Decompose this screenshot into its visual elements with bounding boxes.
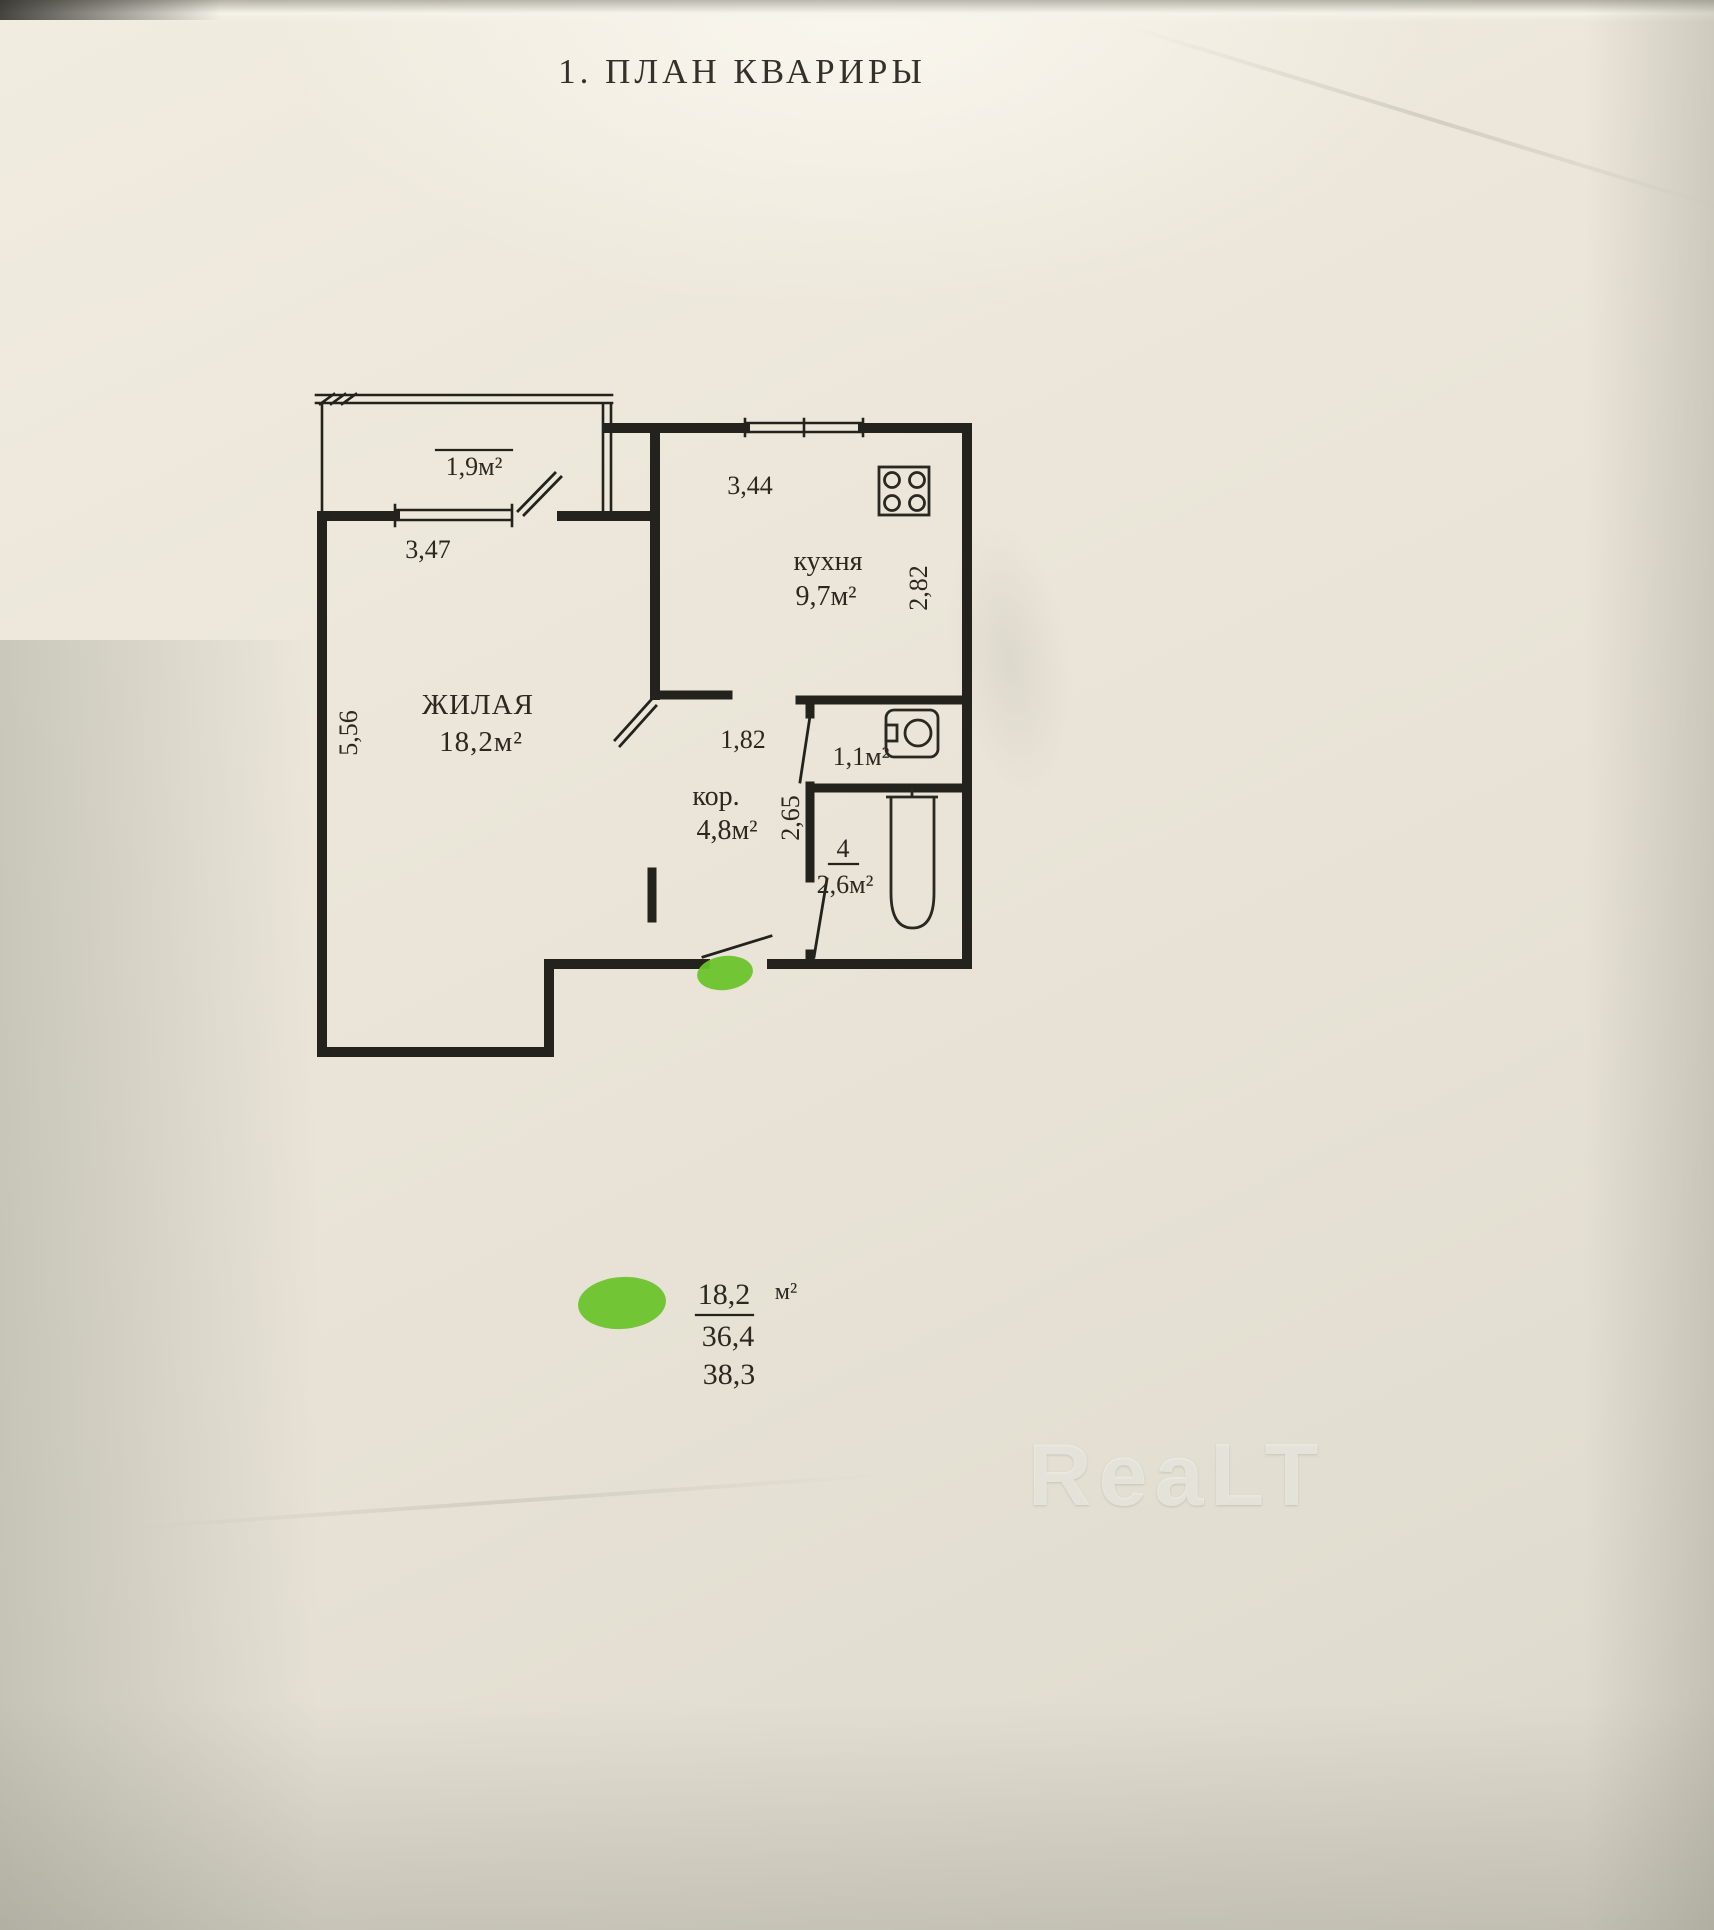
green-highlighter-mark-large bbox=[578, 1276, 666, 1330]
living-name-label: ЖИЛАЯ bbox=[422, 689, 534, 721]
kitchen-height-dimension: 2,82 bbox=[904, 565, 933, 611]
summary-unit: м² bbox=[775, 1279, 797, 1305]
kitchen-width-dimension: 3,44 bbox=[727, 471, 773, 500]
label-rules bbox=[434, 448, 860, 1317]
living-width-dimension: 3,47 bbox=[405, 535, 451, 564]
corridor-area-label: 4,8м² bbox=[696, 815, 757, 846]
corridor-name-label: кор. bbox=[692, 781, 739, 812]
sink-icon bbox=[884, 708, 940, 759]
corridor-width-dimension: 1,82 bbox=[720, 725, 766, 754]
balcony-outline bbox=[314, 392, 614, 518]
corridor-height-dimension: 2,65 bbox=[776, 795, 805, 841]
sink-faucet bbox=[884, 723, 899, 743]
stove-burner bbox=[908, 471, 926, 489]
area-summary: 18,2 м² 36,4 38,3 bbox=[698, 1278, 797, 1391]
page-title: 1. ПЛАН КВАРИРЫ bbox=[558, 52, 926, 91]
stove-burner bbox=[883, 494, 901, 512]
toilet-area-label: 2,6м² bbox=[817, 870, 874, 899]
living-height-dimension: 5,56 bbox=[334, 710, 363, 756]
stove-icon bbox=[877, 465, 931, 517]
windows bbox=[393, 417, 865, 528]
outer-wall-path bbox=[317, 423, 972, 1057]
toilet-icon bbox=[886, 788, 938, 930]
bathroom-area-label: 1,1м² bbox=[833, 742, 890, 771]
doors bbox=[516, 471, 829, 959]
sink-bowl bbox=[903, 718, 933, 748]
stove-body bbox=[877, 465, 931, 517]
stove-burner bbox=[883, 471, 901, 489]
toilet-bowl bbox=[886, 788, 938, 930]
window-lines bbox=[393, 417, 865, 528]
summary-total-with-balcony: 38,3 bbox=[703, 1358, 756, 1391]
summary-living-area: 18,2 bbox=[698, 1278, 751, 1311]
kitchen-name-label: кухня bbox=[793, 546, 862, 577]
summary-total-area: 36,4 bbox=[702, 1320, 755, 1353]
green-highlighter-mark-small bbox=[697, 955, 753, 991]
door-leaf-lines bbox=[516, 471, 829, 959]
kitchen-area-label: 9,7м² bbox=[795, 581, 856, 612]
living-area-label: 18,2м² bbox=[439, 726, 523, 758]
balcony-railing bbox=[314, 392, 614, 518]
balcony-area-label: 1,9м² bbox=[446, 452, 503, 481]
toilet-number-label: 4 bbox=[837, 834, 850, 863]
stove-burner bbox=[908, 494, 926, 512]
outer-walls bbox=[317, 423, 972, 1057]
realt-watermark: ReaLT bbox=[1028, 1425, 1326, 1524]
label-rule-lines bbox=[434, 448, 860, 1317]
